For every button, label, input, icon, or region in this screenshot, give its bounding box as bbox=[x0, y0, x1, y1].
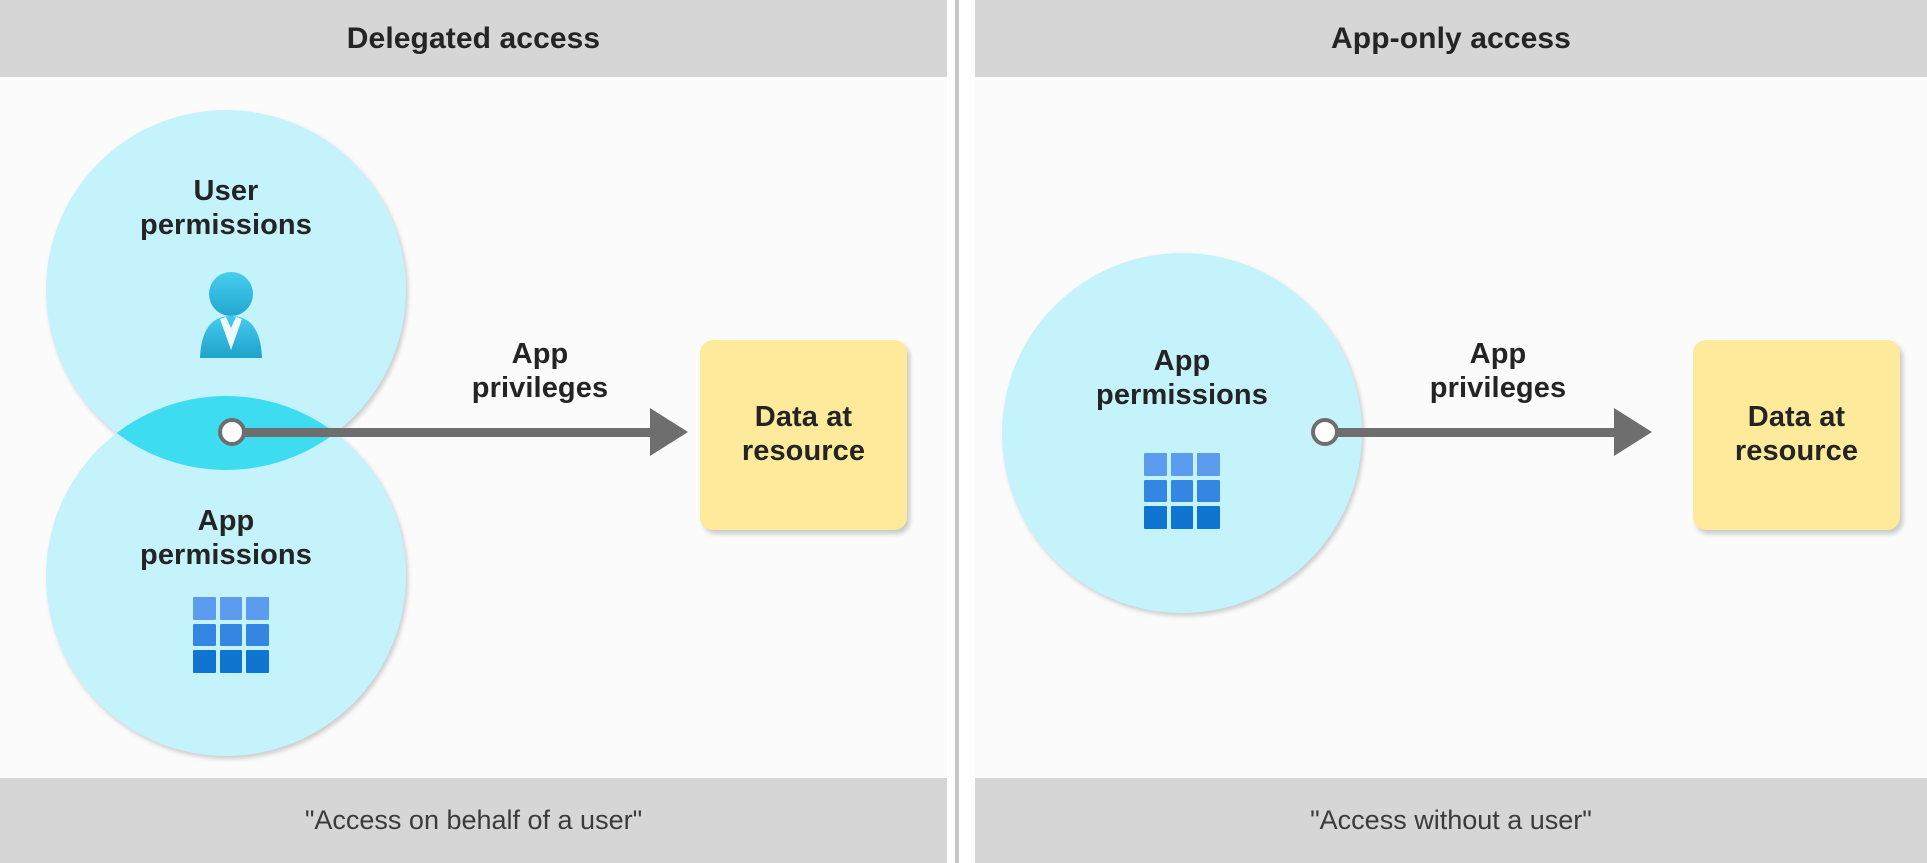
label-app-privileges-app-only: App privileges bbox=[1358, 338, 1638, 405]
panel-delegated-header: Delegated access bbox=[0, 0, 947, 77]
app-grid-cell bbox=[1197, 453, 1220, 476]
app-grid-icon bbox=[193, 597, 269, 673]
label-app-privileges-app-only-line1: App bbox=[1469, 338, 1527, 370]
resource-box-delegated-line2: resource bbox=[741, 435, 866, 467]
app-grid-cell bbox=[246, 650, 269, 673]
panel-delegated-access: Delegated access User permissions bbox=[0, 0, 947, 863]
resource-box-delegated-line1: Data at bbox=[754, 401, 853, 434]
app-grid-cell bbox=[246, 623, 269, 647]
connector-line-delegated bbox=[232, 428, 674, 437]
panel-app-only-header: App-only access bbox=[975, 0, 1927, 77]
label-app-permissions-app-only: App permissions bbox=[1002, 345, 1362, 412]
app-grid-cell bbox=[1144, 506, 1167, 529]
label-app-permissions-delegated: App permissions bbox=[46, 505, 406, 572]
arrow-head-icon bbox=[1614, 408, 1652, 456]
app-grid-cell bbox=[219, 597, 243, 620]
app-grid-cell bbox=[193, 597, 216, 620]
panel-delegated-footer: "Access on behalf of a user" bbox=[0, 778, 947, 863]
app-grid-cell bbox=[1170, 479, 1194, 503]
panel-app-only-footer: "Access without a user" bbox=[975, 778, 1927, 863]
label-user-permissions-line2: permissions bbox=[140, 208, 312, 241]
label-app-privileges-delegated-line2: privileges bbox=[471, 371, 609, 404]
label-app-permissions-delegated-line2: permissions bbox=[140, 538, 312, 571]
resource-box-app-only-line1: Data at bbox=[1747, 401, 1846, 434]
app-grid-cell bbox=[1170, 453, 1194, 476]
app-grid-cell bbox=[1170, 506, 1194, 529]
resource-box-app-only: Data at resource bbox=[1693, 340, 1900, 530]
connector-endpoint-dot bbox=[1311, 418, 1339, 446]
label-app-privileges-app-only-line2: privileges bbox=[1429, 371, 1567, 404]
person-icon bbox=[198, 272, 264, 358]
app-grid-icon bbox=[1144, 453, 1220, 529]
label-app-permissions-delegated-line1: App bbox=[197, 505, 255, 537]
app-grid-cell bbox=[193, 650, 216, 673]
resource-box-app-only-line2: resource bbox=[1734, 435, 1859, 467]
circle-app-permissions-app-only bbox=[1002, 253, 1362, 613]
app-grid-cell bbox=[1144, 453, 1167, 476]
label-app-permissions-app-only-line1: App bbox=[1153, 345, 1211, 377]
label-user-permissions: User permissions bbox=[46, 175, 406, 242]
label-app-permissions-app-only-line2: permissions bbox=[1096, 378, 1268, 411]
connector-line-app-only bbox=[1325, 428, 1638, 437]
label-app-privileges-delegated-line1: App bbox=[511, 338, 569, 370]
label-user-permissions-line1: User bbox=[193, 175, 259, 207]
app-grid-cell bbox=[1197, 479, 1220, 503]
app-grid-cell bbox=[219, 623, 243, 647]
app-grid-cell bbox=[1144, 479, 1167, 503]
app-grid-cell bbox=[1197, 506, 1220, 529]
connector-endpoint-dot bbox=[218, 418, 246, 446]
app-grid-cell bbox=[219, 650, 243, 673]
arrow-head-icon bbox=[650, 408, 688, 456]
app-grid-cell bbox=[193, 623, 216, 647]
app-grid-cell bbox=[246, 597, 269, 620]
resource-box-delegated: Data at resource bbox=[700, 340, 907, 530]
panel-divider bbox=[955, 0, 959, 863]
label-app-privileges-delegated: App privileges bbox=[400, 338, 680, 405]
